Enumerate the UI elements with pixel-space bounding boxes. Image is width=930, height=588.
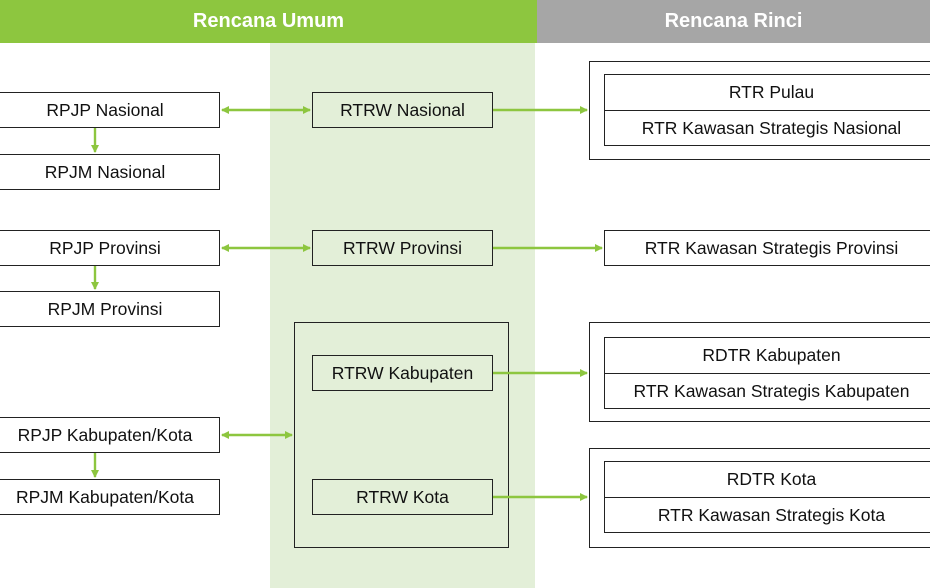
stack-rtr-kabupaten: RDTR Kabupaten RTR Kawasan Strategis Kab… xyxy=(604,337,930,409)
header-rencana-rinci: Rencana Rinci xyxy=(537,0,930,43)
box-rpjp-nasional: RPJP Nasional xyxy=(0,92,220,128)
box-rtr-kawasan-strategis-nasional: RTR Kawasan Strategis Nasional xyxy=(641,118,902,138)
box-rtr-pulau: RTR Pulau xyxy=(605,75,930,111)
box-rpjm-provinsi: RPJM Provinsi xyxy=(0,291,220,327)
box-rtr-kawasan-strategis-kabupaten: RTR Kawasan Strategis Kabupaten xyxy=(633,381,910,401)
box-rpjp-kabupaten-kota: RPJP Kabupaten/Kota xyxy=(0,417,220,453)
box-rdtr-kabupaten: RDTR Kabupaten xyxy=(605,338,930,374)
box-rtrw-provinsi: RTRW Provinsi xyxy=(312,230,493,266)
header-rencana-umum: Rencana Umum xyxy=(0,0,537,43)
stack-rtr-kota: RDTR Kota RTR Kawasan Strategis Kota xyxy=(604,461,930,533)
box-rtrw-kota: RTRW Kota xyxy=(312,479,493,515)
box-rdtr-kota: RDTR Kota xyxy=(605,462,930,498)
box-rpjm-kabupaten-kota: RPJM Kabupaten/Kota xyxy=(0,479,220,515)
box-rpjp-provinsi: RPJP Provinsi xyxy=(0,230,220,266)
box-rtr-kawasan-strategis-kota: RTR Kawasan Strategis Kota xyxy=(657,505,886,525)
box-rtr-kawasan-strategis-provinsi: RTR Kawasan Strategis Provinsi xyxy=(604,230,930,266)
box-rpjm-nasional: RPJM Nasional xyxy=(0,154,220,190)
box-rtrw-nasional: RTRW Nasional xyxy=(312,92,493,128)
box-rtrw-kabupaten: RTRW Kabupaten xyxy=(312,355,493,391)
stack-rtr-nasional: RTR Pulau RTR Kawasan Strategis Nasional xyxy=(604,74,930,146)
